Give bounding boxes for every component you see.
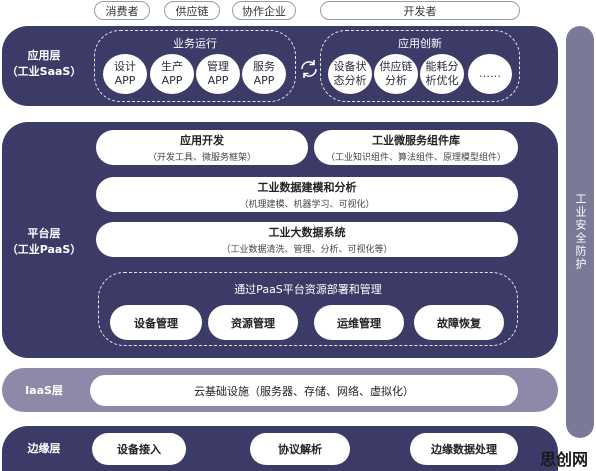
device-management: 设备管理: [110, 305, 202, 340]
modeling-box: 工业数据建模和分析 （机理建模、机器学习、可视化）: [96, 177, 518, 212]
watermark: 思创网: [540, 450, 589, 469]
app-dev-title: 应用开发: [180, 134, 224, 147]
user-consumer: 消费者: [94, 1, 150, 20]
ops-title: 业务运行: [173, 37, 217, 50]
app-layer-label-line2: （工业SaaS）: [6, 65, 82, 78]
resource-management: 资源管理: [208, 305, 298, 340]
production-app-l1: 生产: [161, 60, 183, 73]
app-layer-label-line1: 应用层: [27, 49, 61, 62]
cycle-icon: [301, 60, 317, 78]
management-app-l2: APP: [207, 74, 229, 87]
device-access: 设备接入: [92, 433, 186, 465]
equipment-analysis-app: 设备状态分析: [328, 54, 372, 94]
bigdata-sub: （工业数据清洗、管理、分析、可视化等）: [221, 245, 393, 255]
design-app-l2: APP: [114, 74, 136, 87]
deploy-title: 通过PaaS平台资源部署和管理: [234, 283, 382, 296]
supply-chain-analysis-l2: 分析: [385, 74, 407, 87]
user-supply-chain: 供应链: [164, 1, 220, 20]
innovation-title: 应用创新: [398, 37, 442, 50]
component-lib-title: 工业微服务组件库: [372, 134, 460, 147]
modeling-sub: （机理建模、机器学习、可视化）: [239, 200, 375, 210]
modeling-title: 工业数据建模和分析: [257, 181, 357, 194]
edge-layer-label: 边缘层: [27, 442, 61, 455]
service-app-l2: APP: [253, 74, 275, 87]
supply-chain-analysis-l1: 供应链: [379, 60, 413, 73]
platform-layer-label-line1: 平台层: [27, 227, 61, 240]
cloud-infrastructure: 云基础设施（服务器、存储、网络、虚拟化）: [90, 375, 518, 406]
ops-group: [94, 30, 296, 102]
supply-chain-analysis-app: 供应链分析: [374, 54, 418, 94]
equipment-analysis-l1: 设备状: [333, 60, 367, 73]
deploy-group: [98, 272, 518, 346]
more-apps-l1: ……: [479, 67, 501, 80]
security-label: 工业安全防护: [574, 193, 587, 271]
ops-management: 运维管理: [314, 305, 404, 340]
app-layer-label: 应用层 （工业SaaS）: [4, 48, 84, 80]
component-lib-box: 工业微服务组件库 （工业知识组件、算法组件、原理模型组件）: [314, 130, 518, 165]
component-lib-sub: （工业知识组件、算法组件、原理模型组件）: [325, 153, 506, 163]
bigdata-title: 工业大数据系统: [268, 226, 346, 239]
service-app-l1: 服务: [253, 60, 275, 73]
edge-data-processing: 边缘数据处理: [410, 433, 518, 465]
protocol-parsing: 协议解析: [250, 433, 350, 465]
design-app-l1: 设计: [114, 60, 136, 73]
security-bar: 工业安全防护: [566, 26, 594, 438]
platform-layer-label-line2: （工业PaaS）: [6, 243, 82, 256]
app-dev-sub: （开发工具、微服务框架）: [147, 153, 256, 163]
equipment-analysis-l2: 态分析: [333, 74, 367, 87]
platform-layer-label: 平台层 （工业PaaS）: [4, 226, 84, 258]
user-partner: 协作企业: [232, 1, 296, 20]
energy-optimization-l1: 能耗分: [425, 60, 459, 73]
user-developer: 开发者: [320, 1, 520, 20]
production-app-l2: APP: [161, 74, 183, 87]
more-apps: ……: [468, 54, 512, 94]
fault-recovery: 故障恢复: [414, 305, 504, 340]
bigdata-box: 工业大数据系统 （工业数据清洗、管理、分析、可视化等）: [96, 222, 518, 257]
management-app-l1: 管理: [207, 60, 229, 73]
energy-optimization-l2: 析优化: [425, 74, 459, 87]
innovation-group: [320, 30, 520, 102]
iaas-layer-label: IaaS层: [25, 384, 63, 397]
app-dev-box: 应用开发 （开发工具、微服务框架）: [96, 130, 308, 165]
energy-optimization-app: 能耗分析优化: [420, 54, 464, 94]
